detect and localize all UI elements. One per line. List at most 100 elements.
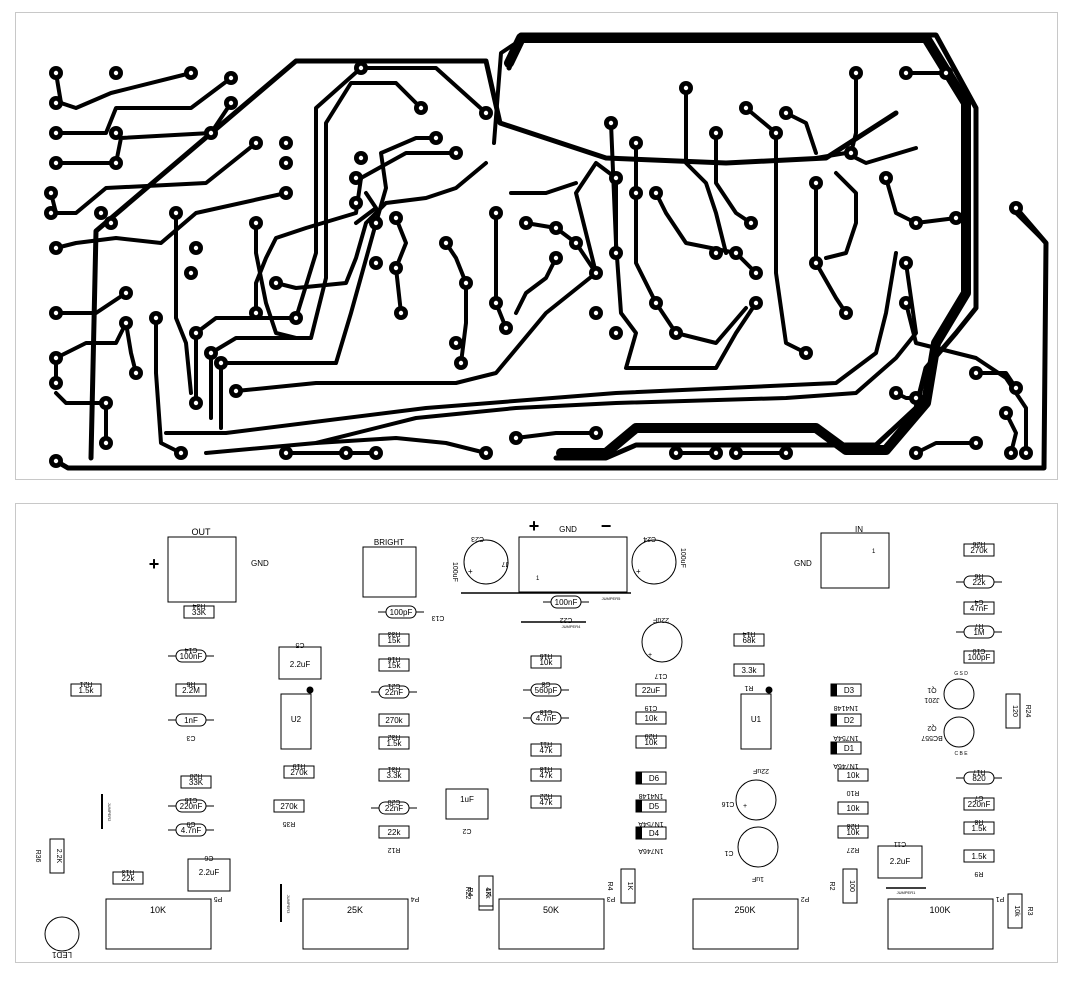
pad-hole [53, 245, 59, 251]
pad-hole [53, 160, 59, 166]
pad-hole [48, 210, 54, 216]
pad-hole [773, 130, 779, 136]
part-ref-c18: C18 [539, 708, 552, 715]
part-ref-r2: R2 [828, 882, 835, 891]
cap-c6 [187, 858, 231, 892]
part-r2 [842, 868, 858, 904]
pad-hole [178, 450, 184, 456]
part-ref-r4: R4 [606, 882, 613, 891]
svg-text:+: + [468, 567, 473, 576]
part-ref-r27: R27 [846, 846, 859, 853]
pad-hole [683, 85, 689, 91]
pad-hole [193, 400, 199, 406]
connector-bright [362, 546, 417, 598]
pad-hole [593, 270, 599, 276]
cap-c23 [463, 539, 509, 585]
pad-hole [113, 160, 119, 166]
led1-ref: LED1 [51, 950, 72, 959]
part-value-r4: 1K [626, 882, 633, 891]
pad-hole [343, 450, 349, 456]
pad-hole [853, 70, 859, 76]
q1-value: J201 [924, 696, 939, 703]
diode-ref-d4: D4 [649, 829, 660, 838]
diode-value-d1: 1N746A [833, 762, 859, 769]
trace [204, 261, 918, 455]
connector-out [167, 536, 237, 603]
pad-hole [883, 175, 889, 181]
pad-hole [848, 150, 854, 156]
part-ref-c9: C9 [186, 820, 195, 827]
trace [124, 321, 138, 375]
part-ref-r11: R11 [540, 740, 552, 747]
pot-ref-p2: P2 [801, 895, 810, 902]
part-ref-c7: C7 [974, 794, 983, 801]
pad-hole [553, 225, 559, 231]
ic-u2-ref: U2 [291, 715, 302, 724]
resistor-r14 [733, 633, 765, 647]
pad-hole [463, 280, 469, 286]
pad-hole [233, 388, 239, 394]
part-value-r5: 2.2M [182, 686, 200, 695]
part-ref-c4: C4 [974, 598, 983, 605]
parts-layer [49, 543, 1023, 929]
pad-hole [113, 70, 119, 76]
pad-hole [273, 280, 279, 286]
part-ref-r17: R17 [972, 768, 985, 775]
part-value-r4: 1K [484, 888, 491, 897]
resistor-r31 [378, 768, 410, 782]
trace [884, 176, 958, 225]
jumper3-label: JUMPER3 [286, 895, 291, 914]
cap-c24-val: 100uF [679, 548, 686, 568]
cap-c17 [641, 621, 683, 663]
pad-hole [48, 190, 54, 196]
trace [634, 141, 748, 345]
resistor-r32 [378, 736, 410, 750]
trace [164, 251, 898, 435]
pot-ref-p4: P4 [411, 895, 420, 902]
pad-hole [398, 310, 404, 316]
part-value-r31: 3.3k [386, 771, 402, 780]
diode-ref-d1: D1 [844, 744, 855, 753]
part-ref-r16: R16 [387, 655, 400, 662]
part-value-r29: 10k [645, 714, 659, 723]
q2-value: BC557 [921, 734, 943, 741]
part-ref-r12: R12 [387, 846, 400, 853]
pad-hole [973, 440, 979, 446]
pad-hole [373, 450, 379, 456]
part-value-c21: 22nF [385, 688, 403, 697]
pad-hole [553, 255, 559, 261]
pad-hole [453, 150, 459, 156]
cap-c5 [278, 646, 322, 680]
pad-hole [293, 315, 299, 321]
cap-c23-val: 100uF [451, 562, 458, 582]
connector-out-gnd: GND [251, 559, 269, 568]
pad-hole [573, 240, 579, 246]
pad-hole [123, 320, 129, 326]
diode-value-d6: 1N4148 [639, 792, 664, 799]
part-value-r6: 22k [973, 578, 987, 587]
svg-text:+: + [648, 652, 652, 659]
part-value-r26: 270k [970, 546, 988, 555]
part-value-r9: 1.5k [971, 852, 987, 861]
part-r4 [478, 875, 494, 907]
pot-value-p2: 250K [734, 905, 755, 915]
cap-c11 [877, 845, 923, 879]
pad-hole [443, 240, 449, 246]
trace [394, 216, 408, 315]
pad-hole [713, 450, 719, 456]
part-value-r34: 33K [192, 608, 207, 617]
trace [914, 441, 978, 455]
resistor-r27 [837, 825, 869, 839]
part-ref-r3: R3 [1026, 907, 1033, 916]
part-value-c13: 100pF [390, 608, 413, 617]
part-ref-r10: R10 [846, 789, 859, 796]
part-value-r18: 47k [540, 771, 554, 780]
pad-hole [253, 140, 259, 146]
power-plus: + [529, 516, 540, 536]
pad-hole [913, 450, 919, 456]
part-value-r8: 1.5k [971, 824, 987, 833]
svg-text:+: + [636, 567, 641, 576]
part-ref-r1: R1 [744, 684, 753, 691]
pad-hole [673, 330, 679, 336]
pad-hole [353, 175, 359, 181]
